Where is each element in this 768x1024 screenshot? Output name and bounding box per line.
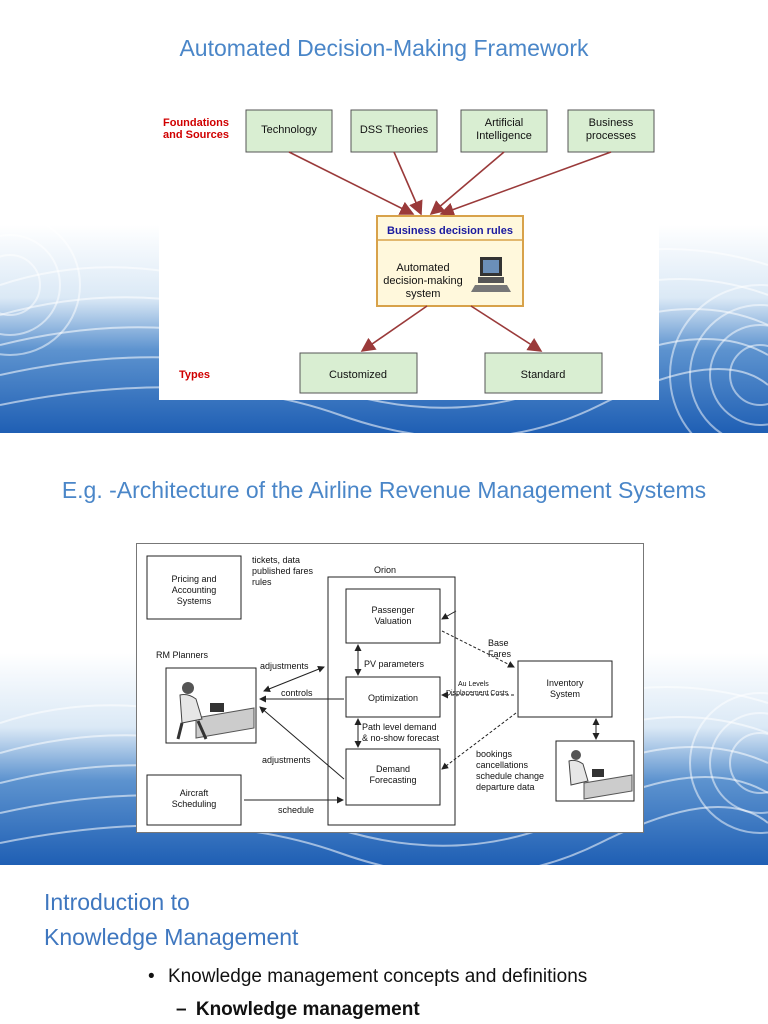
svg-text:System: System [550,689,580,699]
orion-container [327,576,456,826]
passenger-valuation-box: Passenger Valuation [345,588,441,644]
bullet-marker: • [148,966,155,987]
aircraft-scheduling-box: Aircraft Scheduling [146,774,242,826]
source-box-artificial-intelligence: Artificial Intelligence [460,109,548,153]
source-box-business-processes: Business processes [567,109,655,153]
optimization-box: Optimization [345,676,441,718]
slide-intro-knowledge-management: Introduction to Knowledge Management • K… [0,865,768,1024]
svg-text:Artificial: Artificial [485,117,524,129]
svg-text:Aircraft: Aircraft [180,788,209,798]
source-box-technology: Technology [245,109,333,153]
dash-marker: – [176,999,187,1020]
foundations-label: Foundations [163,117,229,129]
title-line-1: Introduction to [44,889,190,915]
svg-text:Business: Business [589,117,634,129]
svg-text:Forecasting: Forecasting [369,775,416,785]
svg-text:Demand: Demand [376,764,410,774]
business-rules-header: Business decision rules [387,225,513,237]
schedule-label: schedule [278,805,314,815]
slide-automated-decision-framework: Automated Decision-Making Framework Foun… [0,0,768,433]
svg-text:Intelligence: Intelligence [476,130,532,142]
path-demand-label-1: Path level demand [362,722,437,732]
source-box-dss-theories: DSS Theories [350,109,438,153]
svg-text:Passenger: Passenger [371,605,414,615]
bookings-label-1: bookings [476,749,513,759]
svg-text:system: system [406,288,441,300]
path-demand-label-2: & no-show forecast [362,733,440,743]
au-levels-label-2: Displacement Costs [446,690,509,697]
rm-architecture-diagram: Pricing and Accounting Systems tickets, … [136,543,644,833]
svg-text:Systems: Systems [177,596,212,606]
bullet-text: Knowledge management concepts and defini… [167,966,588,987]
svg-text:Accounting: Accounting [172,585,217,595]
tickets-note-3: rules [252,577,272,587]
bookings-label-4: departure data [476,782,535,792]
bookings-label-3: schedule change [476,771,544,781]
rm-planners-label: RM Planners [156,650,209,660]
tickets-note-1: tickets, data [252,555,300,565]
controls-label: controls [281,688,313,698]
inventory-system-box: Inventory System [517,660,613,718]
adjustments-top-label: adjustments [260,661,309,671]
type-box-standard: Standard [484,352,603,394]
svg-text:Optimization: Optimization [368,693,418,703]
svg-text:Customized: Customized [329,369,387,381]
slide-title: E.g. -Architecture of the Airline Revenu… [61,477,707,503]
sub-bullet-text: Knowledge management [195,999,420,1020]
computer-icon [471,257,511,292]
svg-text:Pricing and: Pricing and [171,574,216,584]
svg-text:Technology: Technology [261,124,317,136]
svg-text:Scheduling: Scheduling [172,799,217,809]
pricing-accounting-box: Pricing and Accounting Systems [146,555,242,620]
types-label: Types [179,369,210,381]
svg-text:Inventory: Inventory [546,678,584,688]
svg-text:decision-making: decision-making [383,275,462,287]
adjustments-bottom-label: adjustments [262,755,311,765]
slide-title: Automated Decision-Making Framework [179,35,589,61]
title-line-2: Knowledge Management [44,924,299,950]
slide-title: Introduction to Knowledge Management [44,885,298,955]
tickets-note-2: published fares [252,566,314,576]
sub-bullet-knowledge-management: – Knowledge management [176,999,420,1021]
svg-text:DSS Theories: DSS Theories [360,124,429,136]
rm-planner-person-icon [165,667,257,744]
svg-text:Valuation: Valuation [375,616,412,626]
bullet-concepts: • Knowledge management concepts and defi… [148,966,587,988]
svg-text:Automated: Automated [396,262,449,274]
base-fares-label-2: Fares [488,649,512,659]
inventory-person-icon [555,740,635,802]
base-fares-label-1: Base [488,638,509,648]
orion-label: Orion [374,565,396,575]
demand-forecasting-box: Demand Forecasting [345,748,441,806]
svg-text:processes: processes [586,130,637,142]
svg-text:Standard: Standard [521,369,566,381]
center-decision-box: Business decision rules Automated decisi… [376,215,524,307]
type-box-customized: Customized [299,352,418,394]
framework-diagram: Foundations and Sources Technology DSS T… [159,100,659,400]
slide-airline-rm-architecture: E.g. -Architecture of the Airline Revenu… [0,433,768,865]
pv-parameters-label: PV parameters [364,659,425,669]
bookings-label-2: cancellations [476,760,529,770]
source-arrows [288,151,612,217]
au-levels-label-1: Au Levels [458,681,489,688]
sources-label: and Sources [163,129,229,141]
type-arrows [360,305,543,352]
